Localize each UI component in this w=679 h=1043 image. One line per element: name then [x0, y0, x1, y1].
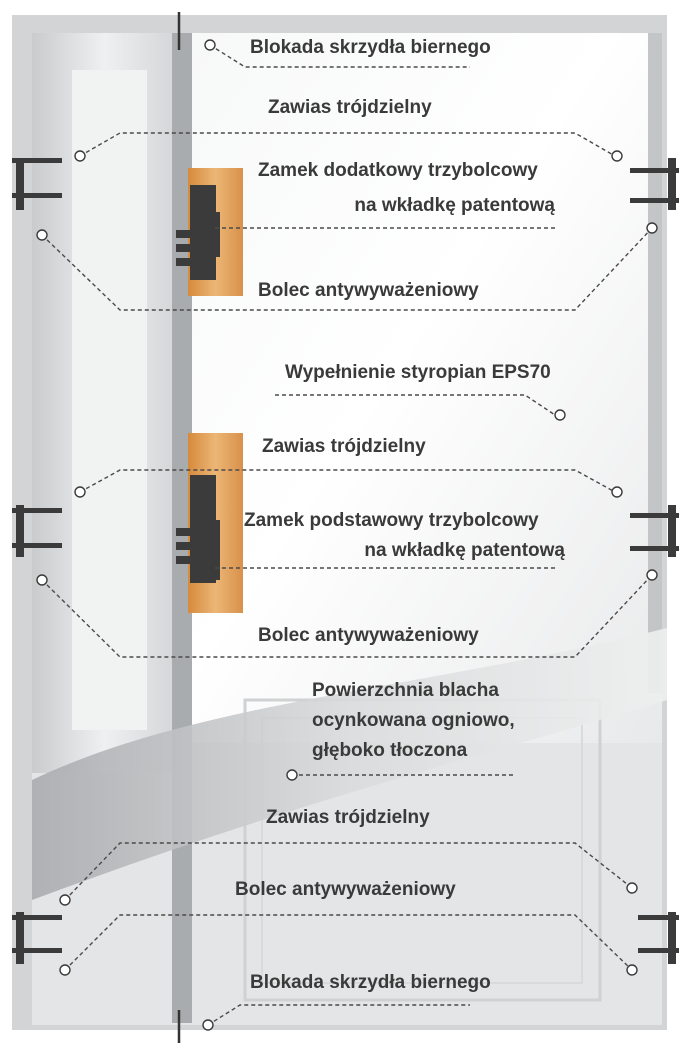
label-powierzchnia-3: głęboko tłoczona — [312, 740, 468, 761]
cutaway-wave — [32, 628, 667, 900]
label-bolec-1: Bolec antywyważeniowy — [258, 280, 479, 301]
label-bolec-2: Bolec antywyważeniowy — [258, 625, 479, 646]
hinge-right-1 — [630, 158, 679, 210]
main-lock-body — [176, 475, 220, 583]
label-zamek-dodatkowy-1: Zamek dodatkowy trzybolcowy — [258, 160, 538, 181]
passive-leaf-inner — [72, 70, 147, 730]
label-wypelnienie: Wypełnienie styropian EPS70 — [285, 362, 551, 383]
leader-lines — [41, 44, 653, 1026]
label-bolec-3: Bolec antywyważeniowy — [235, 879, 456, 900]
label-zamek-podstawowy-2: na wkładkę patentową — [364, 540, 565, 561]
label-blokada-bottom: Blokada skrzydła biernego — [250, 972, 491, 993]
hinge-right-3 — [638, 912, 679, 964]
active-leaf — [192, 33, 662, 743]
additional-lock-body — [176, 185, 220, 280]
label-zawias-2: Zawias trójdzielny — [262, 436, 426, 457]
label-zawias-3: Zawias trójdzielny — [266, 807, 430, 828]
hinge-right-2 — [630, 505, 679, 557]
leader-endpoints — [36, 39, 658, 1031]
label-powierzchnia-1: Powierzchnia blacha — [312, 680, 499, 701]
label-zamek-dodatkowy-2: na wkładkę patentową — [354, 195, 555, 216]
label-zawias-1: Zawias trójdzielny — [268, 97, 432, 118]
hinge-left-2 — [12, 505, 62, 557]
active-leaf-right-edge — [648, 33, 662, 693]
label-powierzchnia-2: ocynkowana ogniowo, — [312, 710, 515, 731]
hinge-left-3 — [12, 912, 62, 964]
label-blokada-top: Blokada skrzydła biernego — [250, 37, 491, 58]
hinge-left-1 — [12, 158, 62, 210]
label-zamek-podstawowy-1: Zamek podstawowy trzybolcowy — [244, 510, 539, 531]
